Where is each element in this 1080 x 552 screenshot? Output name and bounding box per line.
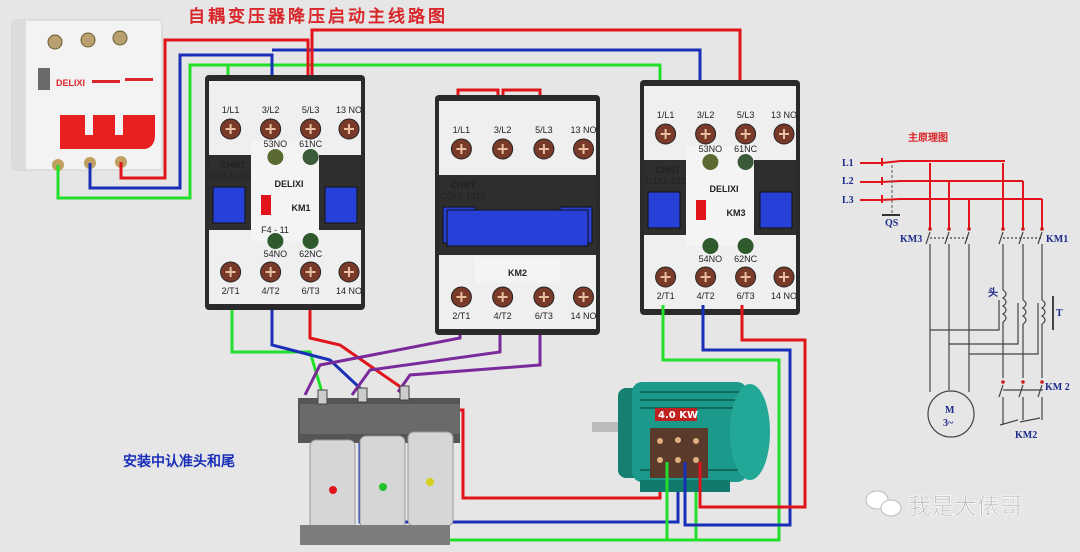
coil-dot-green: [379, 483, 387, 491]
label-l1: L1: [842, 158, 854, 169]
aux-module-label: F4 - 11: [261, 225, 289, 235]
bottom-terminal-label: 4/T2: [494, 311, 512, 321]
bottom-terminal-label: 2/T1: [222, 286, 240, 296]
bottom-terminal-label: 4/T2: [697, 291, 715, 301]
indicator-window: [759, 191, 793, 229]
motor-rating: 4.0 KW: [658, 410, 698, 421]
aux-label: 54NO: [264, 249, 288, 259]
contactor-km3: 1/L1 2/T1 3/L2 4/T2 5/L3 6/T3 13 NO 14 NO CHNTCJ…: [640, 80, 800, 315]
diagram-title: 自耦变压器降压启动主线路图: [188, 6, 448, 27]
brand-label: DELIXI: [709, 184, 738, 194]
label-km2-lower: KM2: [1015, 430, 1037, 441]
watermark: 我是大俵哥: [865, 490, 1023, 520]
aux-label: 61NC: [299, 139, 323, 149]
contactor-km1: 1/L1 2/T1 3/L2 4/T2 5/L3 6/T3 13 NO 14 NO CHNTCJ…: [205, 75, 365, 310]
coil-dot-yellow: [426, 478, 434, 486]
wire-km3-t1: [661, 305, 781, 542]
bottom-terminal-label: 6/T3: [302, 286, 320, 296]
circuit-breaker: DELIXI: [11, 19, 163, 171]
wire-l1-km1: [56, 63, 230, 200]
bottom-terminal-label: 14 NO: [336, 286, 362, 296]
motor-symbol-phase: 3~: [943, 418, 954, 429]
label-l3: L3: [842, 195, 854, 206]
label-km1: KM1: [1046, 234, 1068, 245]
motor-leads: [661, 305, 807, 542]
label-km2-upper: KM 2: [1045, 382, 1070, 393]
coil-dot-red: [329, 486, 337, 494]
top-terminal-label: 3/L2: [494, 125, 512, 135]
indicator-window: [212, 186, 246, 224]
motor-symbol-m: M: [945, 405, 955, 416]
top-terminal-label: 5/L3: [535, 125, 553, 135]
wire-km3-t2: [683, 305, 792, 527]
motor-terminal-box: [650, 428, 708, 478]
label-qs: QS: [885, 218, 899, 229]
top-terminal-label: 5/L3: [737, 110, 755, 120]
maker-label: CHNT: [656, 165, 681, 175]
aux-label: 62NC: [299, 249, 323, 259]
top-terminal-label: 1/L1: [453, 125, 471, 135]
transformer-note: 安装中认准头和尾: [123, 453, 235, 470]
breaker-toggle[interactable]: [60, 115, 155, 149]
contactor-name: KM2: [508, 268, 527, 278]
top-terminal-label: 1/L1: [222, 105, 240, 115]
wire-l2-km1: [88, 53, 274, 190]
label-t: T: [1056, 308, 1063, 319]
indicator-window: [324, 186, 358, 224]
bottom-terminal-label: 14 NO: [771, 291, 797, 301]
bottom-terminal-label: 6/T3: [535, 311, 553, 321]
bottom-terminal-label: 2/T1: [657, 291, 675, 301]
bottom-terminal-label: 4/T2: [262, 286, 280, 296]
top-terminal-label: 3/L2: [697, 110, 715, 120]
model-label: CJX2-1810: [645, 176, 690, 186]
aux-label: 54NO: [699, 254, 723, 264]
bottom-terminal-label: 2/T1: [452, 311, 470, 321]
maker-label: CHNT: [221, 160, 246, 170]
top-terminal-label: 13 NO: [771, 110, 797, 120]
bottom-terminal-label: 14 NO: [570, 311, 596, 321]
aux-label: 53NO: [699, 144, 723, 154]
maker-label: CHNT: [451, 180, 476, 190]
brand-label: DELIXI: [274, 179, 303, 189]
top-terminal-label: 5/L3: [302, 105, 320, 115]
wire-km1-t2: [270, 300, 364, 392]
model-label: CJX2-1810: [210, 171, 255, 181]
wire-km3-t3: [698, 305, 807, 509]
bottom-terminal-label: 6/T3: [737, 291, 755, 301]
breaker-brand: DELIXI: [56, 78, 85, 88]
aux-label: 61NC: [734, 144, 758, 154]
wire-km1-t3: [308, 300, 403, 390]
wire-km2-t2: [350, 325, 502, 396]
wire-km2-t3: [396, 325, 542, 393]
top-terminal-label: 13 NO: [336, 105, 362, 115]
wire-l3-km1: [119, 38, 310, 180]
autotransformer: [298, 385, 460, 545]
top-terminal-label: 1/L1: [657, 110, 675, 120]
label-km3: KM3: [900, 234, 922, 245]
aux-label: 53NO: [264, 139, 288, 149]
contactor-name: KM3: [726, 208, 745, 218]
schematic-title: 主原理图: [908, 131, 948, 144]
wire-l3-km3: [310, 28, 742, 100]
motor: 4.0 KW: [592, 382, 770, 492]
watermark-text: 我是大俵哥: [908, 494, 1023, 520]
top-terminal-label: 3/L2: [262, 105, 280, 115]
schematic: 主原理图 L1 L2 L3 QS KM3 KM1 KM 2 KM2: [842, 131, 1070, 441]
contactor-km2: 1/L1 2/T1 3/L2 4/T2 5/L3 6/T3 13 NO 14 NO CHNTCJ…: [435, 95, 600, 335]
label-head: 头: [988, 286, 998, 299]
indicator-window: [647, 191, 681, 229]
aux-label: 62NC: [734, 254, 758, 264]
top-terminal-label: 13 NO: [570, 125, 596, 135]
contactor-name: KM1: [291, 203, 310, 213]
label-l2: L2: [842, 176, 854, 187]
model-label: CJX2-1810: [440, 191, 485, 201]
